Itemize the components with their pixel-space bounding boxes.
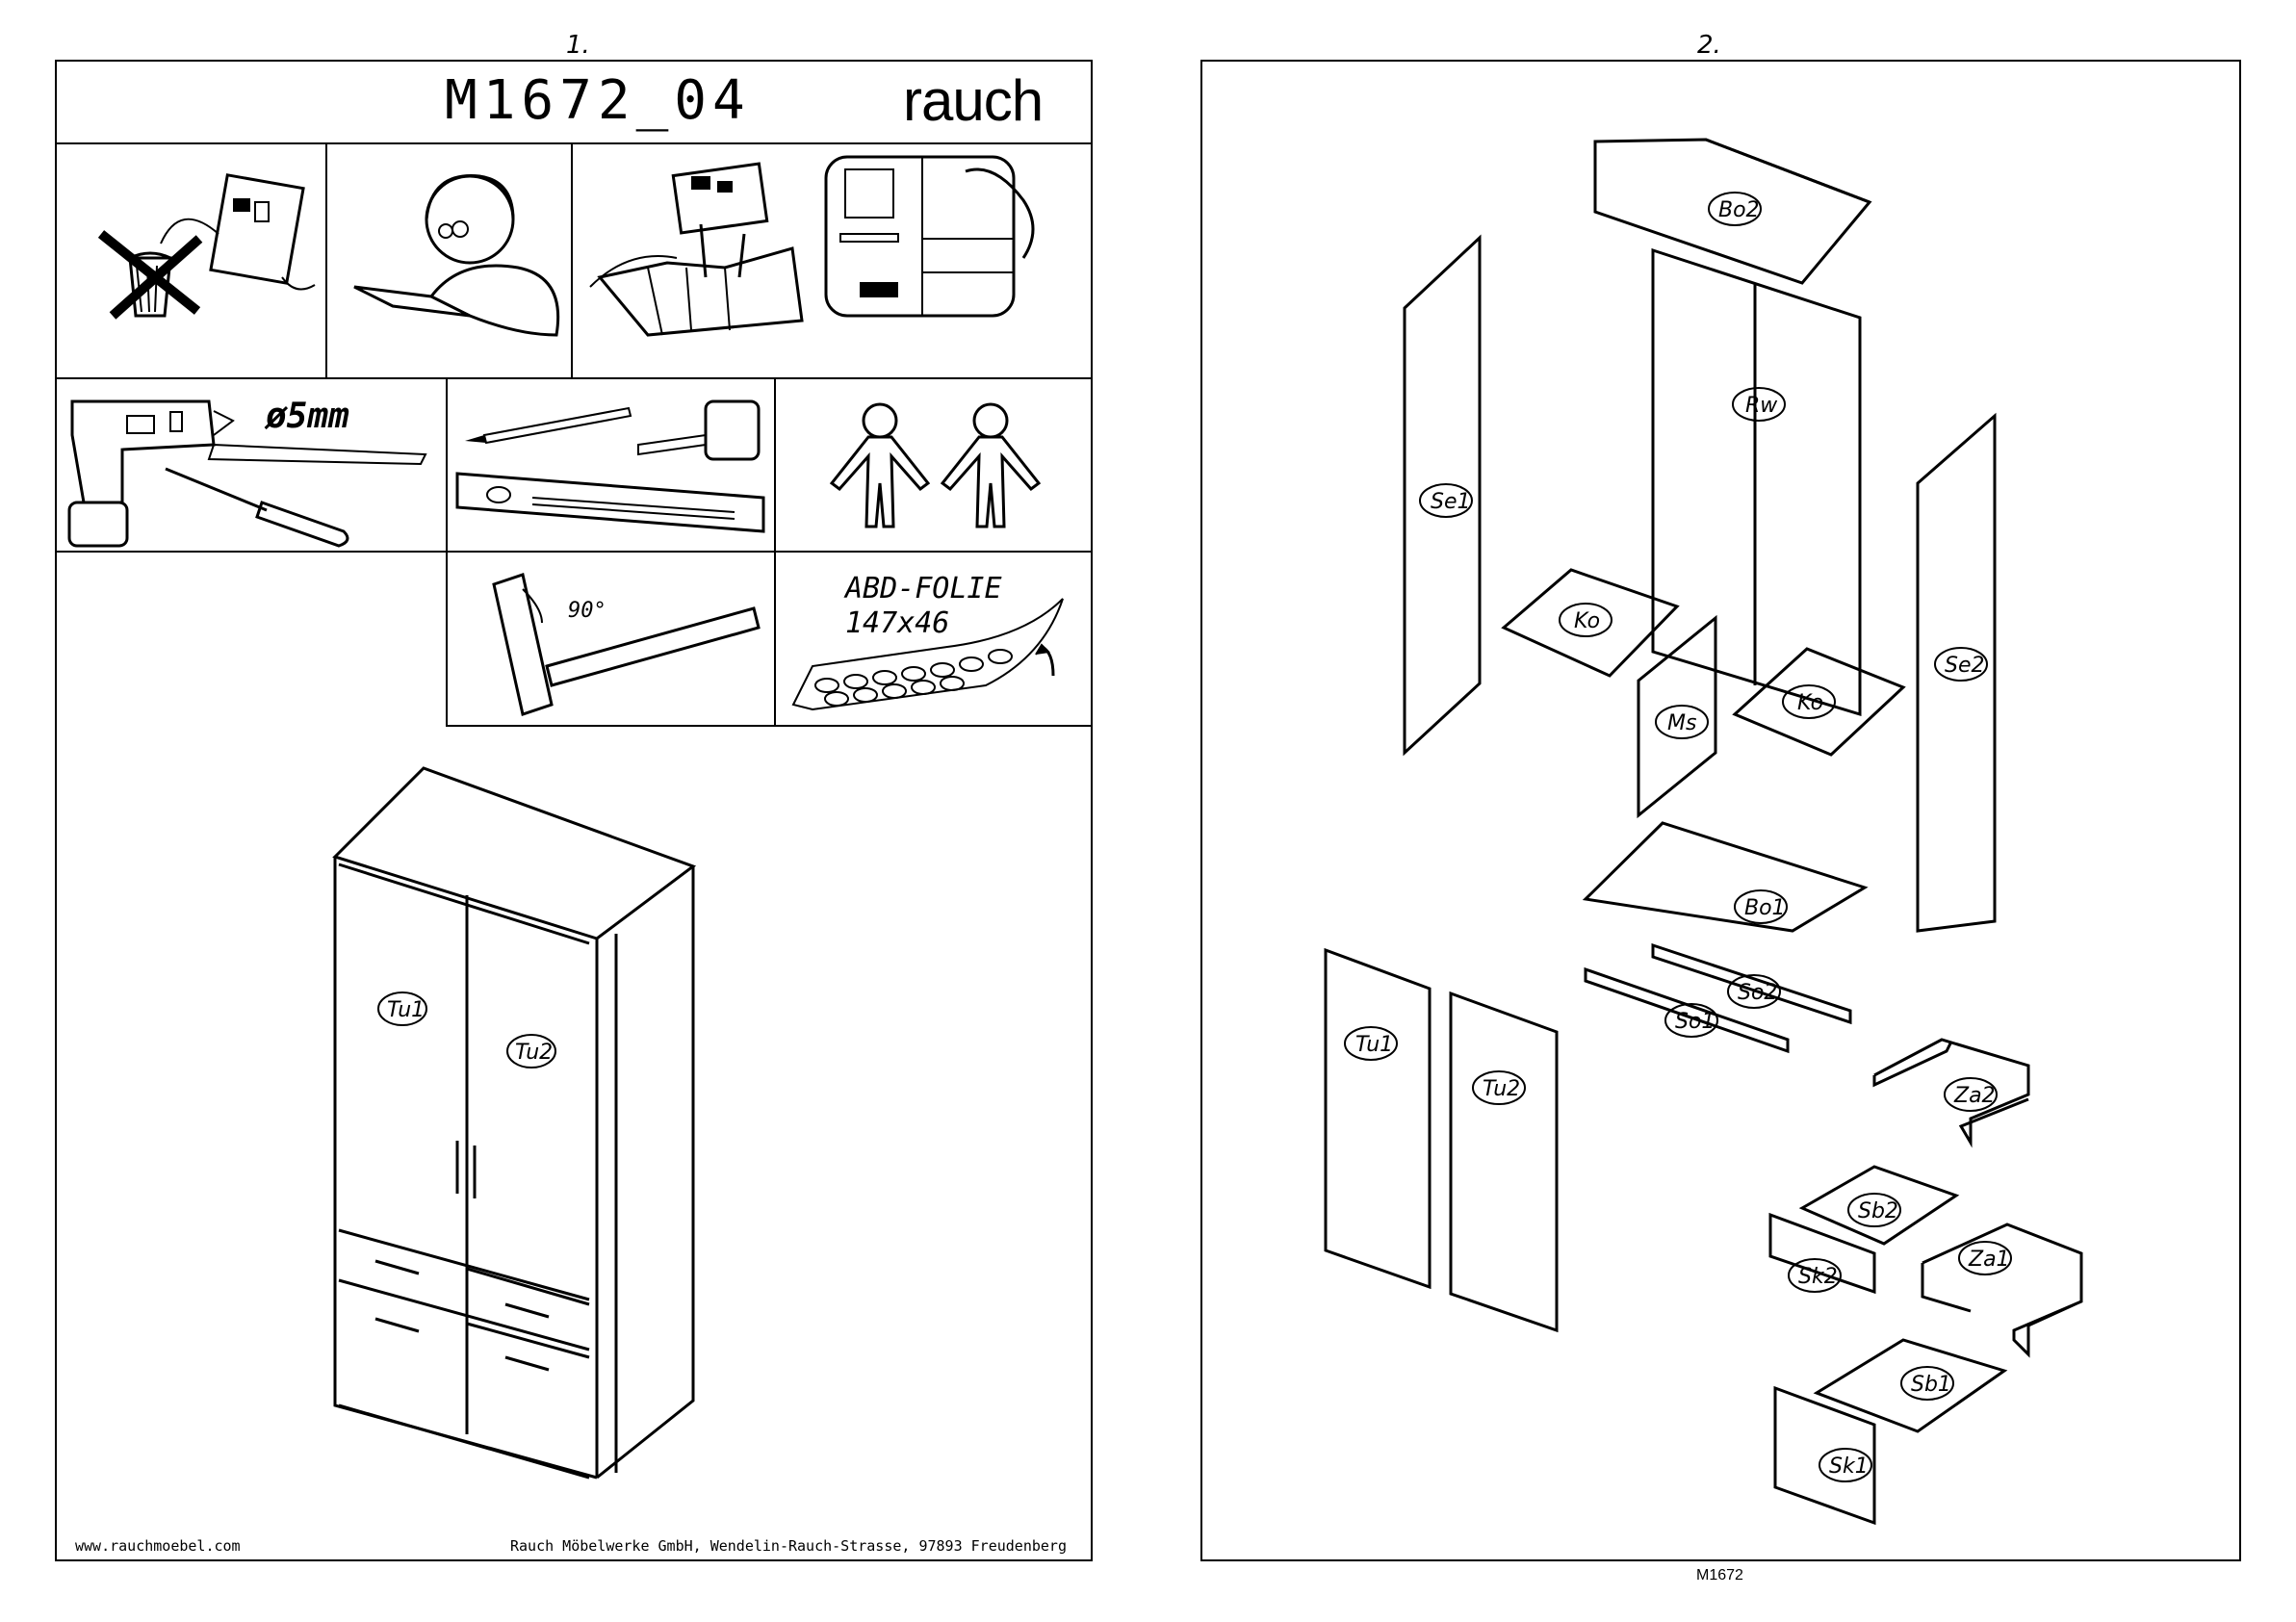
- part-tu2-door: [1451, 993, 1557, 1330]
- part-bo1-panel: [1586, 823, 1865, 931]
- label-sk1: Sk1: [1829, 1455, 1869, 1479]
- label-se1: Se1: [1431, 490, 1471, 514]
- label-tu2: Tu2: [1483, 1077, 1520, 1101]
- label-sb1: Sb1: [1911, 1373, 1951, 1397]
- label-se2: Se2: [1945, 654, 1985, 678]
- front-label-tu2: Tu2: [515, 1041, 553, 1065]
- exploded-parts-diagram: Bo2 Rw Se1 Se2 Ko Ko Ms Bo1 So2 So1 Tu1 …: [1200, 60, 2241, 1561]
- part-za1-frame: [1922, 1224, 2081, 1354]
- trash-crossed-icon: [55, 142, 327, 379]
- foil-label-1: ABD-FOLIE: [845, 572, 1002, 605]
- label-ko-left: Ko: [1574, 609, 1600, 633]
- part-tu1-door: [1326, 950, 1430, 1287]
- label-ms: Ms: [1667, 711, 1696, 735]
- pencil-tape-level-icon: [446, 377, 776, 553]
- label-ko-right: Ko: [1797, 691, 1823, 715]
- brand-logo: rauch: [903, 67, 1043, 134]
- square-tool-icon: [446, 551, 776, 727]
- part-za2-frame: [1874, 1040, 2028, 1143]
- label-za1: Za1: [1968, 1248, 2010, 1272]
- assembled-wardrobe: Tu1 Tu2: [327, 760, 712, 1454]
- page-number-1: 1.: [566, 31, 590, 60]
- page-number-2: 2.: [1697, 31, 1721, 60]
- label-bo1: Bo1: [1744, 896, 1786, 920]
- label-za2: Za2: [1953, 1084, 1996, 1108]
- angle-label: 90°: [568, 599, 606, 623]
- label-so1: So1: [1675, 1010, 1715, 1034]
- company-address: Rauch Möbelwerke GmbH, Wendelin-Rauch-St…: [510, 1537, 1067, 1555]
- foil-label-2: 147x46: [845, 606, 949, 640]
- label-bo2: Bo2: [1718, 198, 1760, 222]
- label-so2: So2: [1738, 981, 1777, 1005]
- person-reading-icon: [325, 142, 573, 379]
- label-sk2: Sk2: [1798, 1265, 1838, 1289]
- label-tu1: Tu1: [1355, 1033, 1393, 1057]
- page2-footer-code: M1672: [1696, 1567, 1743, 1584]
- website-url: www.rauchmoebel.com: [75, 1537, 241, 1555]
- drill-icon: [55, 377, 448, 553]
- label-rw: Rw: [1745, 394, 1778, 418]
- binder-folder-icon: [571, 142, 1093, 379]
- label-sb2: Sb2: [1858, 1199, 1898, 1223]
- page-title: M1672_04: [445, 69, 751, 132]
- two-persons-icon: [774, 377, 1093, 553]
- front-label-tu1: Tu1: [387, 998, 425, 1022]
- drill-size-label: ø5mm: [266, 397, 349, 436]
